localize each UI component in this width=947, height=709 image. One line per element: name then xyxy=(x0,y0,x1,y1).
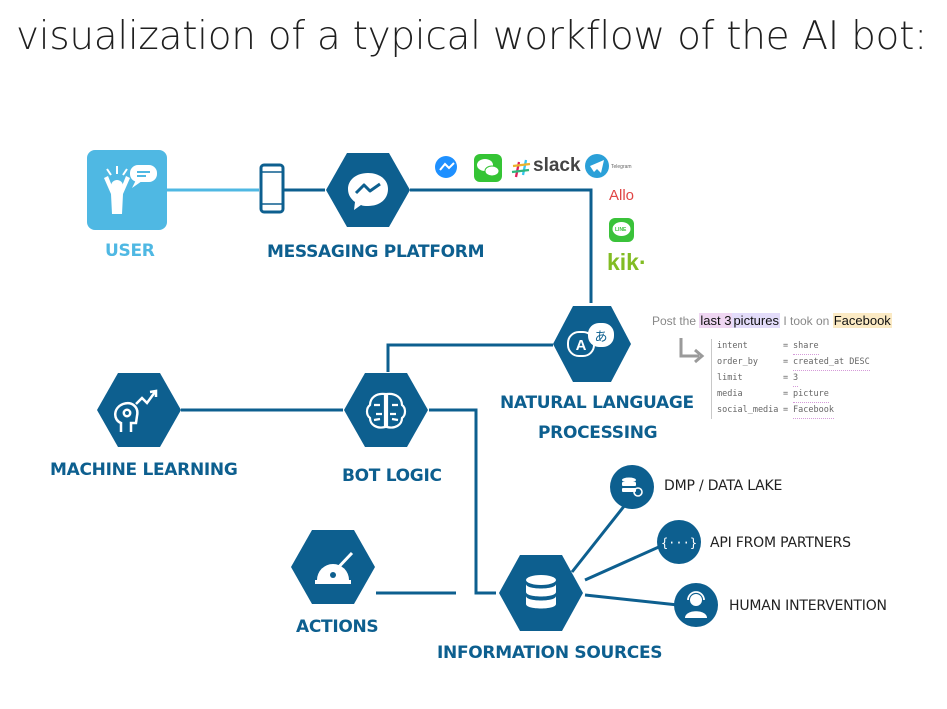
param-row: social_media = Facebook xyxy=(717,403,870,419)
param-row: media = picture xyxy=(717,387,870,403)
query-middle: I took on xyxy=(783,314,830,328)
param-key: intent xyxy=(717,341,748,351)
param-key: media xyxy=(717,389,743,399)
line-label: LINE xyxy=(615,227,627,233)
param-value: Facebook xyxy=(793,403,834,419)
svg-text:A: A xyxy=(576,337,587,354)
param-equals: = xyxy=(783,373,789,383)
param-value: picture xyxy=(793,387,829,403)
support-agent-icon xyxy=(685,591,707,618)
machine-learning-label: MACHINE LEARNING xyxy=(50,460,238,480)
param-value: created_at DESC xyxy=(793,355,870,371)
nlp-arrow-icon xyxy=(679,338,699,358)
phone-icon xyxy=(259,163,285,214)
nlp-node: A あ xyxy=(553,306,631,382)
connector-info-human xyxy=(584,593,679,607)
query-prefix: Post the xyxy=(652,314,697,328)
actions-label: ACTIONS xyxy=(296,617,379,637)
param-value: share xyxy=(793,339,819,355)
param-row: limit = 3 xyxy=(717,371,870,387)
telegram-label: Telegram xyxy=(611,164,632,170)
param-key: order_by xyxy=(717,357,758,367)
nlp-label-line2: PROCESSING xyxy=(538,423,658,443)
param-equals: = xyxy=(783,357,789,367)
human-intervention-label: HUMAN INTERVENTION xyxy=(729,598,887,614)
user-icon xyxy=(104,165,157,214)
connector-info-dmp xyxy=(570,504,627,573)
dmp-data-lake-label: DMP / DATA LAKE xyxy=(664,478,783,494)
database-icon xyxy=(526,575,556,609)
gauge-icon xyxy=(315,551,354,584)
connector-botlogic-info xyxy=(429,408,496,595)
svg-text:あ: あ xyxy=(594,330,607,345)
connector-info-api xyxy=(584,544,662,582)
translate-icon: A あ xyxy=(567,323,614,357)
api-partners-node: {···} xyxy=(657,520,701,564)
query-highlight-media: pictures xyxy=(732,313,780,328)
api-partners-label: API FROM PARTNERS xyxy=(710,535,851,551)
data-lake-icon xyxy=(622,477,643,497)
param-equals: = xyxy=(783,389,789,399)
line-logo-icon xyxy=(609,218,634,242)
api-icon: {···} xyxy=(661,536,697,550)
human-intervention-node xyxy=(674,583,718,627)
nlp-arrowhead xyxy=(694,348,705,364)
nlp-parameters: intent = share order_by = created_at DES… xyxy=(711,339,870,419)
messenger-icon xyxy=(348,173,388,210)
messaging-platform-label: MESSAGING PLATFORM xyxy=(267,242,485,262)
bot-logic-label: BOT LOGIC xyxy=(342,466,442,486)
page-title: visualization of a typical workflow of t… xyxy=(16,14,927,59)
slack-hash-icon xyxy=(511,159,531,178)
connector-messaging-nlp xyxy=(410,188,593,303)
bot-logic-node xyxy=(344,373,428,447)
information-sources-node xyxy=(499,555,583,631)
brain-icon xyxy=(365,392,407,429)
param-equals: = xyxy=(783,405,789,415)
actions-node xyxy=(291,530,375,604)
param-key: limit xyxy=(717,373,743,383)
platform-logos xyxy=(435,154,634,242)
kik-label: kik· xyxy=(607,249,647,275)
allo-label: Allo xyxy=(609,187,635,204)
param-value: 3 xyxy=(793,371,799,387)
param-equals: = xyxy=(783,341,789,351)
query-highlight-network: Facebook xyxy=(832,313,892,328)
connector-nlp-botlogic xyxy=(386,343,553,372)
user-label: USER xyxy=(105,241,155,261)
telegram-logo-icon xyxy=(585,154,609,178)
param-row: intent = share xyxy=(717,339,870,355)
nlp-label-line1: NATURAL LANGUAGE xyxy=(500,393,694,413)
connectors xyxy=(167,188,679,607)
param-row: order_by = created_at DESC xyxy=(717,355,870,371)
wechat-logo-icon xyxy=(474,154,502,182)
messaging-platform-node xyxy=(326,153,410,227)
messenger-logo-icon xyxy=(435,156,457,178)
dmp-data-lake-node xyxy=(610,465,654,509)
information-sources-label: INFORMATION SOURCES xyxy=(437,643,663,663)
machine-learning-node xyxy=(97,373,181,447)
slack-label: slack xyxy=(533,155,581,176)
param-key: social_media xyxy=(717,405,779,415)
machine-learning-icon xyxy=(114,389,158,432)
user-node xyxy=(87,150,167,230)
query-highlight-count: last 3 xyxy=(699,313,733,328)
